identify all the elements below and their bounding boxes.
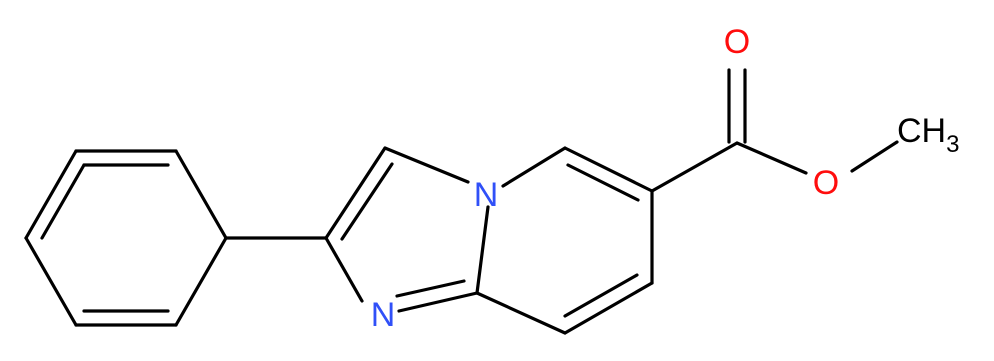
- bond: [563, 146, 654, 193]
- bond: [475, 291, 567, 335]
- bond: [563, 281, 654, 335]
- bond: [174, 236, 228, 327]
- atom-label-o-ester: O: [813, 164, 839, 202]
- ester-group: [650, 68, 899, 193]
- double-bond-inner: [563, 273, 639, 318]
- atom-label-n-imine: N: [371, 296, 396, 334]
- atom-label-o-carbonyl: O: [724, 23, 750, 61]
- bond: [735, 141, 808, 175]
- methyl-subscript: 3: [946, 131, 959, 158]
- atom-label-n-bridge: N: [474, 176, 499, 214]
- pyridine-ring: [475, 146, 654, 335]
- bond: [475, 205, 490, 295]
- imidazole-ring: [324, 146, 490, 313]
- bond: [501, 146, 567, 188]
- double-bond-inner: [340, 162, 394, 241]
- phenyl-ring: [24, 149, 228, 327]
- bond: [383, 146, 470, 184]
- bond: [324, 146, 387, 240]
- bond: [850, 140, 899, 173]
- bond: [24, 236, 78, 327]
- bond: [24, 149, 78, 240]
- bond: [397, 291, 479, 313]
- atom-label-methyl: CH3: [897, 112, 959, 158]
- double-bond-inner: [40, 163, 86, 240]
- bond: [174, 149, 228, 240]
- methyl-main: CH: [897, 112, 946, 150]
- bond: [324, 236, 364, 303]
- double-bond-inner: [395, 279, 466, 298]
- bond: [650, 141, 739, 193]
- double-bond-inner: [566, 163, 640, 202]
